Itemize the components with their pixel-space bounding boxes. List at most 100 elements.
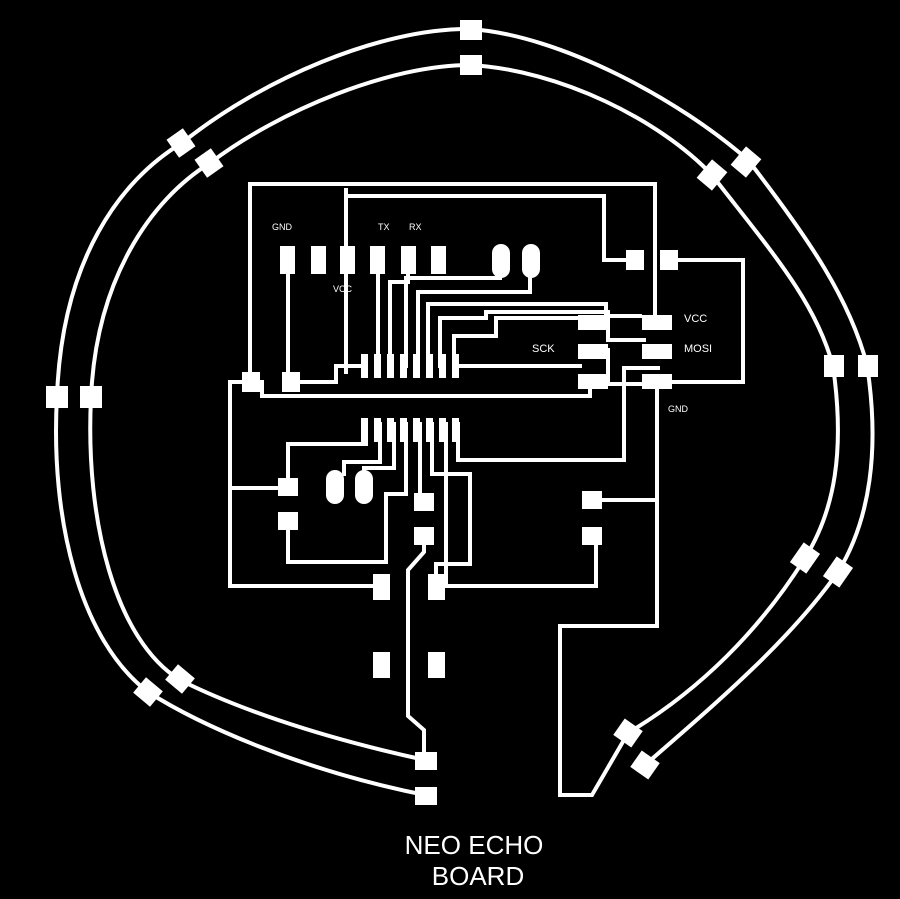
header-pad-tx — [370, 246, 385, 274]
ring-pad — [133, 677, 163, 707]
ring-pad — [630, 750, 660, 780]
board-traces — [228, 182, 745, 797]
smd-pad — [278, 512, 298, 530]
trace — [228, 380, 384, 588]
smd-pad — [626, 250, 644, 270]
spi-pad-gnd — [642, 374, 672, 389]
ring-pad — [822, 556, 854, 588]
label-vcc-right: VCC — [684, 313, 707, 325]
title-line-1: NEO ECHO — [405, 830, 544, 860]
ic-pin — [400, 418, 407, 442]
label-mosi: MOSI — [684, 343, 712, 355]
trace — [656, 258, 745, 384]
ic-pin — [374, 354, 381, 378]
header-pad-gnd — [280, 246, 295, 274]
label-gnd-top: GND — [272, 222, 293, 232]
ring-pad — [858, 355, 878, 377]
ring-pad — [789, 542, 821, 574]
spi-pad — [578, 315, 608, 330]
ic-pin — [413, 354, 420, 378]
header-pad — [311, 246, 326, 274]
trace — [260, 380, 592, 398]
trace — [298, 364, 368, 384]
trace — [438, 310, 646, 368]
board-title: NEO ECHO BOARD — [405, 830, 544, 891]
ic-pin — [361, 418, 368, 442]
spi-pad — [578, 374, 608, 389]
inner-ring-trace — [88, 62, 840, 762]
ring-pad — [415, 787, 437, 805]
smd-pad — [660, 250, 678, 270]
crystal-pad — [355, 470, 373, 504]
trace — [344, 194, 638, 262]
trace — [594, 382, 659, 502]
label-vcc-top: VCC — [333, 284, 353, 294]
header-pad-vcc — [340, 246, 355, 274]
crystal-pad — [492, 244, 510, 278]
trace — [558, 498, 659, 797]
ring-pads — [46, 20, 878, 805]
ic-pin — [452, 418, 459, 442]
ring-pad — [415, 752, 437, 770]
ring-pad — [824, 355, 844, 377]
crystal-pad — [326, 470, 344, 504]
trace — [248, 182, 657, 384]
header-pad — [431, 246, 446, 274]
trace — [456, 366, 660, 462]
smd-pad — [582, 491, 602, 509]
trace — [286, 422, 408, 564]
ic-pin — [413, 418, 420, 442]
antenna-rings — [54, 26, 875, 797]
ring-pad — [46, 386, 68, 408]
ic-pin — [426, 418, 433, 442]
smd-pad — [428, 574, 445, 600]
trace — [342, 422, 382, 476]
trace — [452, 316, 584, 368]
ring-pad — [730, 146, 762, 178]
trace — [286, 422, 368, 482]
smd-pad — [373, 652, 390, 678]
crystal-pad — [522, 244, 540, 278]
smd-pad — [582, 527, 602, 545]
silkscreen-labels: GND VCC TX RX SCK VCC MOSI GND — [272, 222, 712, 414]
smd-pad — [414, 493, 434, 511]
component-pads — [242, 244, 678, 678]
ic-pin — [400, 354, 407, 378]
ic-pin — [439, 418, 446, 442]
ic-pin — [439, 354, 446, 378]
ic-pin — [374, 418, 381, 442]
ring-pad — [460, 20, 482, 40]
trace — [406, 532, 426, 754]
label-tx: TX — [378, 222, 390, 232]
ring-pad — [194, 148, 224, 178]
smd-pad — [242, 372, 260, 392]
smd-pad — [428, 652, 445, 678]
ic-pin — [452, 354, 459, 378]
smd-pad — [414, 527, 434, 545]
ring-pad — [80, 386, 102, 408]
ic-pin — [426, 354, 433, 378]
smd-pad — [373, 574, 390, 600]
ring-pad — [460, 55, 482, 75]
spi-pad-mosi — [642, 344, 672, 359]
trace — [434, 534, 598, 588]
trace — [426, 302, 642, 368]
smd-pad — [282, 372, 300, 392]
ic-pin — [387, 418, 394, 442]
spi-pad-sck — [578, 344, 608, 359]
header-pad-rx — [401, 246, 416, 274]
outer-ring-trace — [54, 26, 875, 797]
title-line-2: BOARD — [432, 861, 524, 891]
ic-pin — [387, 354, 394, 378]
ring-pad — [166, 128, 196, 158]
trace — [430, 422, 472, 588]
label-sck: SCK — [532, 343, 555, 355]
label-rx: RX — [409, 222, 422, 232]
trace — [434, 422, 448, 588]
smd-pad — [278, 478, 298, 496]
label-gnd-right: GND — [668, 404, 689, 414]
spi-pad-vcc — [642, 315, 672, 330]
ring-pad — [696, 159, 728, 191]
ring-pad — [165, 664, 195, 694]
